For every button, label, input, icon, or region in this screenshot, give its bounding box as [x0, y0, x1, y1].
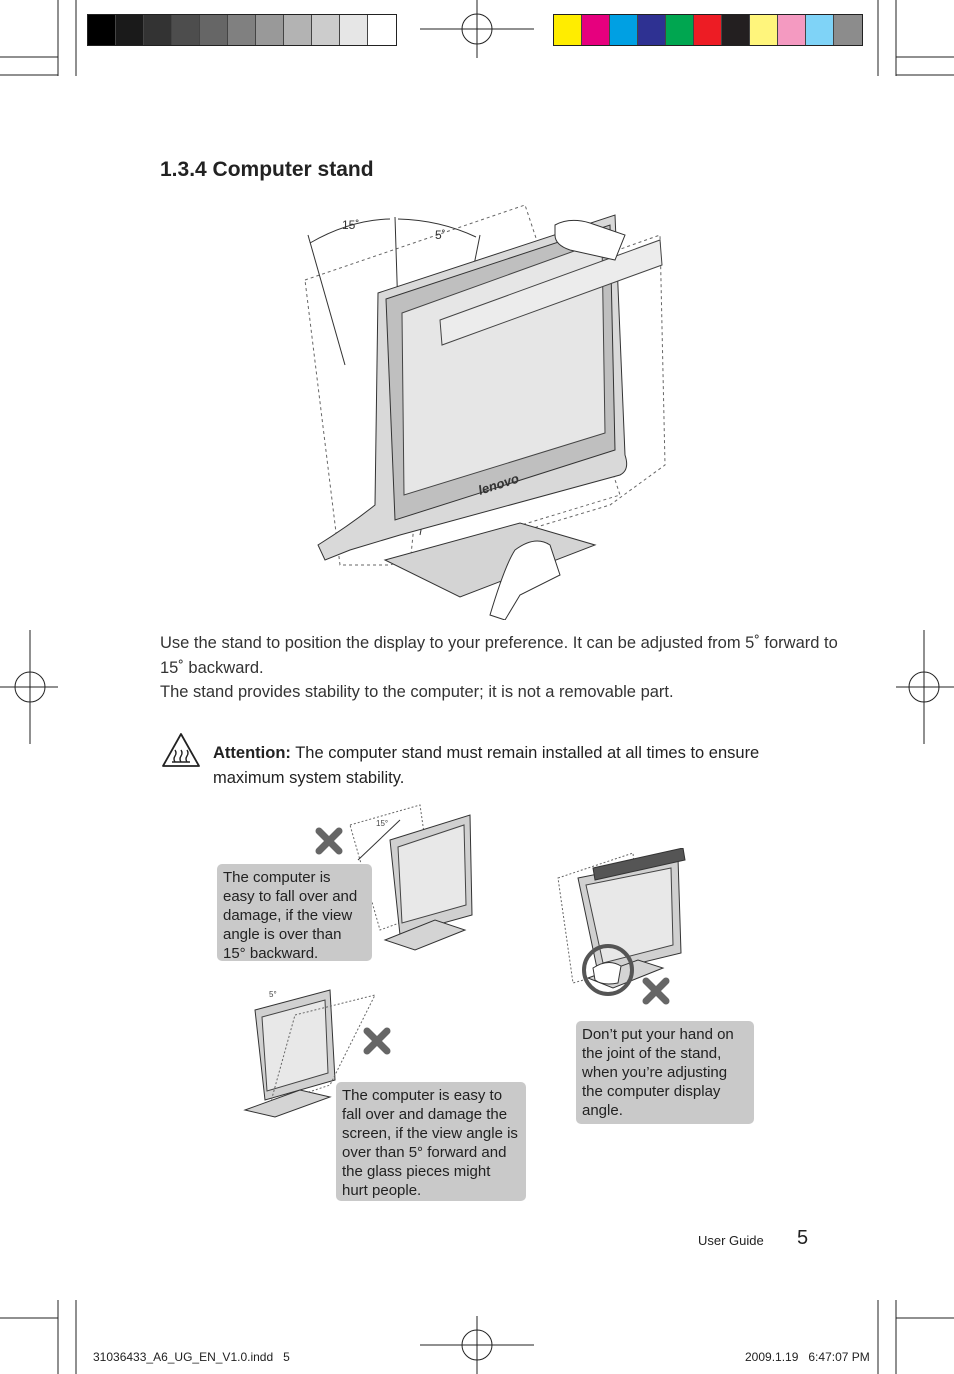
hot-surface-warning-icon	[162, 733, 200, 767]
color-swatch	[750, 15, 778, 45]
forward-angle-label: 5°	[269, 990, 277, 999]
color-swatch	[368, 15, 396, 45]
color-swatch	[284, 15, 312, 45]
description-line-2: The stand provides stability to the comp…	[160, 683, 674, 701]
backward-angle-label: 15°	[376, 819, 388, 828]
color-swatch	[88, 15, 116, 45]
warning-hand-callout: Don’t put your hand on the joint of the …	[576, 1021, 754, 1124]
color-swatch	[340, 15, 368, 45]
x-mark-icon	[315, 827, 343, 855]
footer-label: User Guide	[698, 1233, 764, 1248]
description-line-1: Use the stand to position the display to…	[160, 634, 838, 677]
color-swatch	[172, 15, 200, 45]
gray-color-bar	[87, 14, 397, 46]
color-swatch	[582, 15, 610, 45]
color-swatch	[722, 15, 750, 45]
slug-timestamp: 2009.1.19 6:47:07 PM	[745, 1350, 870, 1364]
color-swatch	[116, 15, 144, 45]
color-swatch	[834, 15, 862, 45]
color-swatch	[312, 15, 340, 45]
color-swatch	[256, 15, 284, 45]
attention-note: Attention: The computer stand must remai…	[213, 741, 803, 790]
hand-on-joint-illustration	[557, 848, 686, 996]
color-swatch	[778, 15, 806, 45]
x-mark-icon	[363, 1027, 391, 1055]
warning-backward-callout: The computer is easy to fall over and da…	[217, 864, 372, 962]
color-swatch	[200, 15, 228, 45]
color-swatch	[144, 15, 172, 45]
color-swatch	[638, 15, 666, 45]
attention-label: Attention:	[213, 744, 291, 762]
color-swatch	[666, 15, 694, 45]
computer-stand-illustration: lenovo 15˚ 5˚	[304, 205, 666, 620]
backward-tilt-illustration: 15°	[349, 804, 473, 951]
warning-forward-callout: The computer is easy to fall over and da…	[336, 1082, 526, 1201]
color-swatch	[228, 15, 256, 45]
description: Use the stand to position the display to…	[160, 631, 840, 705]
section-title: 1.3.4 Computer stand	[160, 158, 374, 181]
color-swatch	[554, 15, 582, 45]
process-color-bar	[553, 14, 863, 46]
forward-tilt-illustration: 5°	[243, 989, 376, 1118]
hand-icon	[489, 540, 561, 620]
hand-icon	[554, 219, 626, 261]
color-swatch	[610, 15, 638, 45]
color-swatch	[694, 15, 722, 45]
angle-forward-label: 5˚	[435, 228, 446, 242]
attention-text: The computer stand must remain installed…	[213, 744, 760, 787]
slug-filename: 31036433_A6_UG_EN_V1.0.indd 5	[93, 1350, 290, 1364]
page-number: 5	[797, 1227, 809, 1249]
angle-back-label: 15˚	[342, 218, 359, 232]
x-mark-icon	[642, 977, 670, 1005]
color-swatch	[806, 15, 834, 45]
